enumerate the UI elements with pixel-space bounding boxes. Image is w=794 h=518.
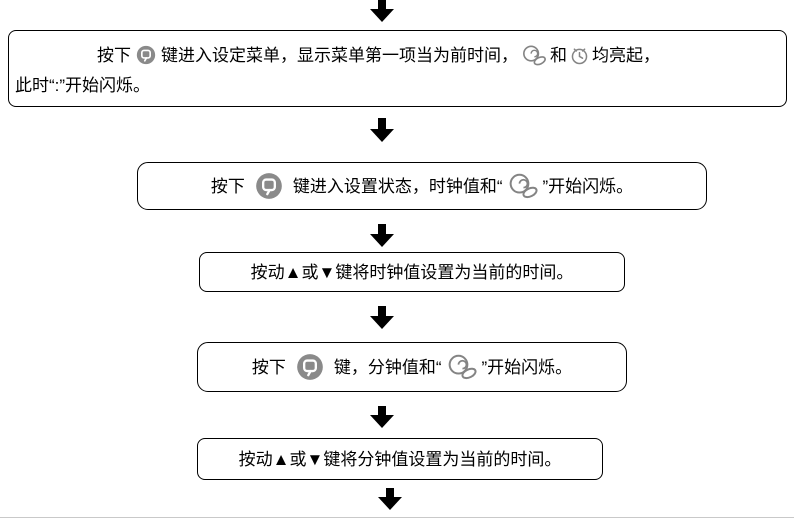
arrow-head bbox=[370, 234, 394, 247]
flow-arrow-down bbox=[370, 118, 394, 142]
arrow-stem bbox=[378, 406, 386, 415]
arrow-stem bbox=[378, 0, 386, 9]
step4-text-1: 按下 bbox=[251, 357, 286, 377]
menu-button-icon bbox=[255, 172, 283, 200]
clock-icon bbox=[570, 46, 589, 65]
step2-text-3: ”开始闪烁。 bbox=[542, 176, 634, 196]
flow-arrow-down bbox=[370, 306, 394, 329]
flow-step-4: 按下 键，分钟值和“ ”开始闪烁。 bbox=[197, 342, 627, 392]
arrow-head bbox=[370, 316, 394, 329]
flow-step-2: 按下 键进入设置状态，时钟值和“ ”开始闪烁。 bbox=[137, 162, 707, 210]
menu-button-icon bbox=[296, 353, 324, 381]
step5-text: 按动▲或▼键将分钟值设置为当前的时间。 bbox=[238, 449, 562, 469]
step1-text-2: 键进入设定菜单，显示菜单第一项当为前时间， bbox=[161, 45, 518, 65]
step2-text-2: 键进入设置状态，时钟值和“ bbox=[292, 176, 503, 196]
step1-line1: 按下 键进入设定菜单，显示菜单第一项当为前时间， 和 bbox=[15, 40, 780, 70]
menu-button-icon bbox=[136, 45, 156, 65]
alarm-roll-icon bbox=[520, 44, 548, 67]
step1-line2: 此时“:”开始闪烁。 bbox=[15, 70, 780, 100]
arrow-stem bbox=[386, 488, 394, 497]
step1-text-3: 和 bbox=[550, 45, 567, 65]
step1-text-5: 此时“:”开始闪烁。 bbox=[15, 75, 151, 95]
step1-text-1: 按下 bbox=[97, 45, 131, 65]
step1-text-4: 均亮起， bbox=[592, 45, 660, 65]
flow-step-5: 按动▲或▼键将分钟值设置为当前的时间。 bbox=[197, 438, 603, 480]
arrow-head bbox=[378, 497, 402, 510]
flow-arrow-down bbox=[370, 224, 394, 247]
flow-arrow-down bbox=[378, 488, 402, 510]
step3-text: 按动▲或▼键将时钟值设置为当前的时间。 bbox=[250, 262, 574, 282]
step4-text-3: ”开始闪烁。 bbox=[481, 357, 573, 377]
arrow-stem bbox=[378, 118, 386, 129]
step2-text-1: 按下 bbox=[210, 176, 245, 196]
arrow-stem bbox=[378, 306, 386, 316]
arrow-stem bbox=[378, 224, 386, 234]
step4-text-2: 键，分钟值和“ bbox=[333, 357, 442, 377]
flow-step-1: 按下 键进入设定菜单，显示菜单第一项当为前时间， 和 bbox=[8, 30, 787, 107]
alarm-roll-icon bbox=[445, 353, 479, 381]
flow-arrow-down bbox=[370, 406, 394, 428]
arrow-head bbox=[370, 415, 394, 428]
arrow-head bbox=[370, 9, 394, 22]
flow-step-3: 按动▲或▼键将时钟值设置为当前的时间。 bbox=[199, 252, 625, 292]
flow-arrow-down bbox=[370, 0, 394, 22]
arrow-head bbox=[370, 129, 394, 142]
alarm-roll-icon bbox=[506, 172, 540, 200]
